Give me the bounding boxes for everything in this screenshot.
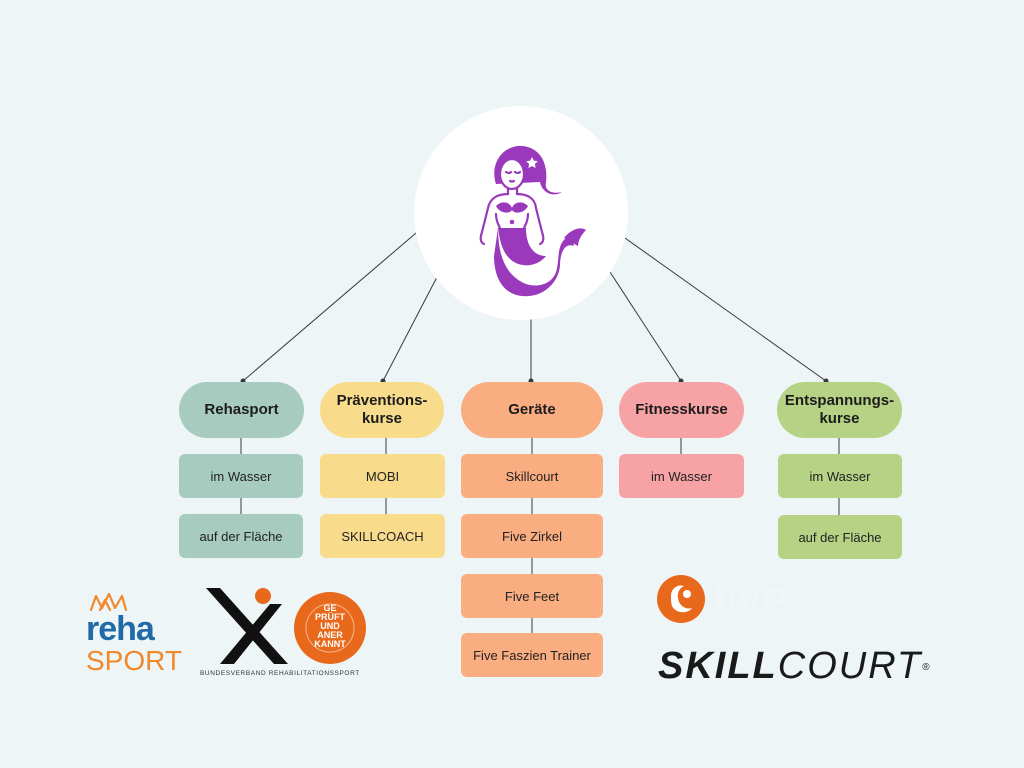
item-geraete-five-zirkel: Five Zirkel [461, 514, 603, 558]
reha-sport-logo: reha SPORT [86, 590, 186, 680]
sport-logo-word: SPORT [86, 645, 182, 676]
bundesverband-caption: BUNDESVERBAND REHABILITATIONSSPORT [200, 670, 360, 677]
item-rehasport-wasser: im Wasser [179, 454, 303, 498]
hub-circle [414, 106, 628, 320]
five-logo-word: five [714, 572, 789, 625]
mermaid-icon [479, 145, 586, 297]
skillcourt-logo: SKILLCOURT® [658, 644, 938, 688]
seal-text: GE PRÜFT UND ANER KANNT [314, 603, 346, 649]
category-rehasport: Rehasport [179, 382, 304, 438]
item-entspannung-wasser: im Wasser [778, 454, 902, 498]
item-rehasport-flaeche: auf der Fläche [179, 514, 303, 558]
bundesverband-logo: GE PRÜFT UND ANER KANNT BUNDESVERBAND RE… [200, 584, 380, 684]
item-geraete-skillcourt: Skillcourt [461, 454, 603, 498]
category-fitnesskurse: Fitnesskurse [619, 382, 744, 438]
connector-hub-praevention [382, 276, 438, 382]
connector-hub-rehasport [242, 232, 417, 382]
item-geraete-five-faszien-trainer: Five Faszien Trainer [461, 633, 603, 677]
connector-hub-fitness [609, 271, 682, 382]
category-entspannungskurse: Entspannungs- kurse [777, 382, 902, 438]
item-fitness-wasser: im Wasser [619, 454, 744, 498]
connector-hub-entspannung [624, 237, 827, 382]
category-geraete: Geräte [461, 382, 603, 438]
skillcourt-bold-word: SKILL [658, 645, 778, 687]
five-logo: five [656, 572, 806, 628]
item-geraete-five-feet: Five Feet [461, 574, 603, 618]
category-praeventionskurse: Präventions- kurse [320, 382, 444, 438]
reha-logo-word: reha [86, 610, 155, 648]
item-praevention-mobi: MOBI [320, 454, 445, 498]
item-entspannung-flaeche: auf der Fläche [778, 515, 902, 559]
registered-mark: ® [922, 662, 932, 673]
bundesverband-x-icon [206, 588, 366, 664]
five-mark-icon [657, 575, 705, 623]
skillcourt-light-word: COURT [777, 645, 923, 687]
crown-icon [89, 592, 128, 612]
item-praevention-skillcoach: SKILLCOACH [320, 514, 445, 558]
